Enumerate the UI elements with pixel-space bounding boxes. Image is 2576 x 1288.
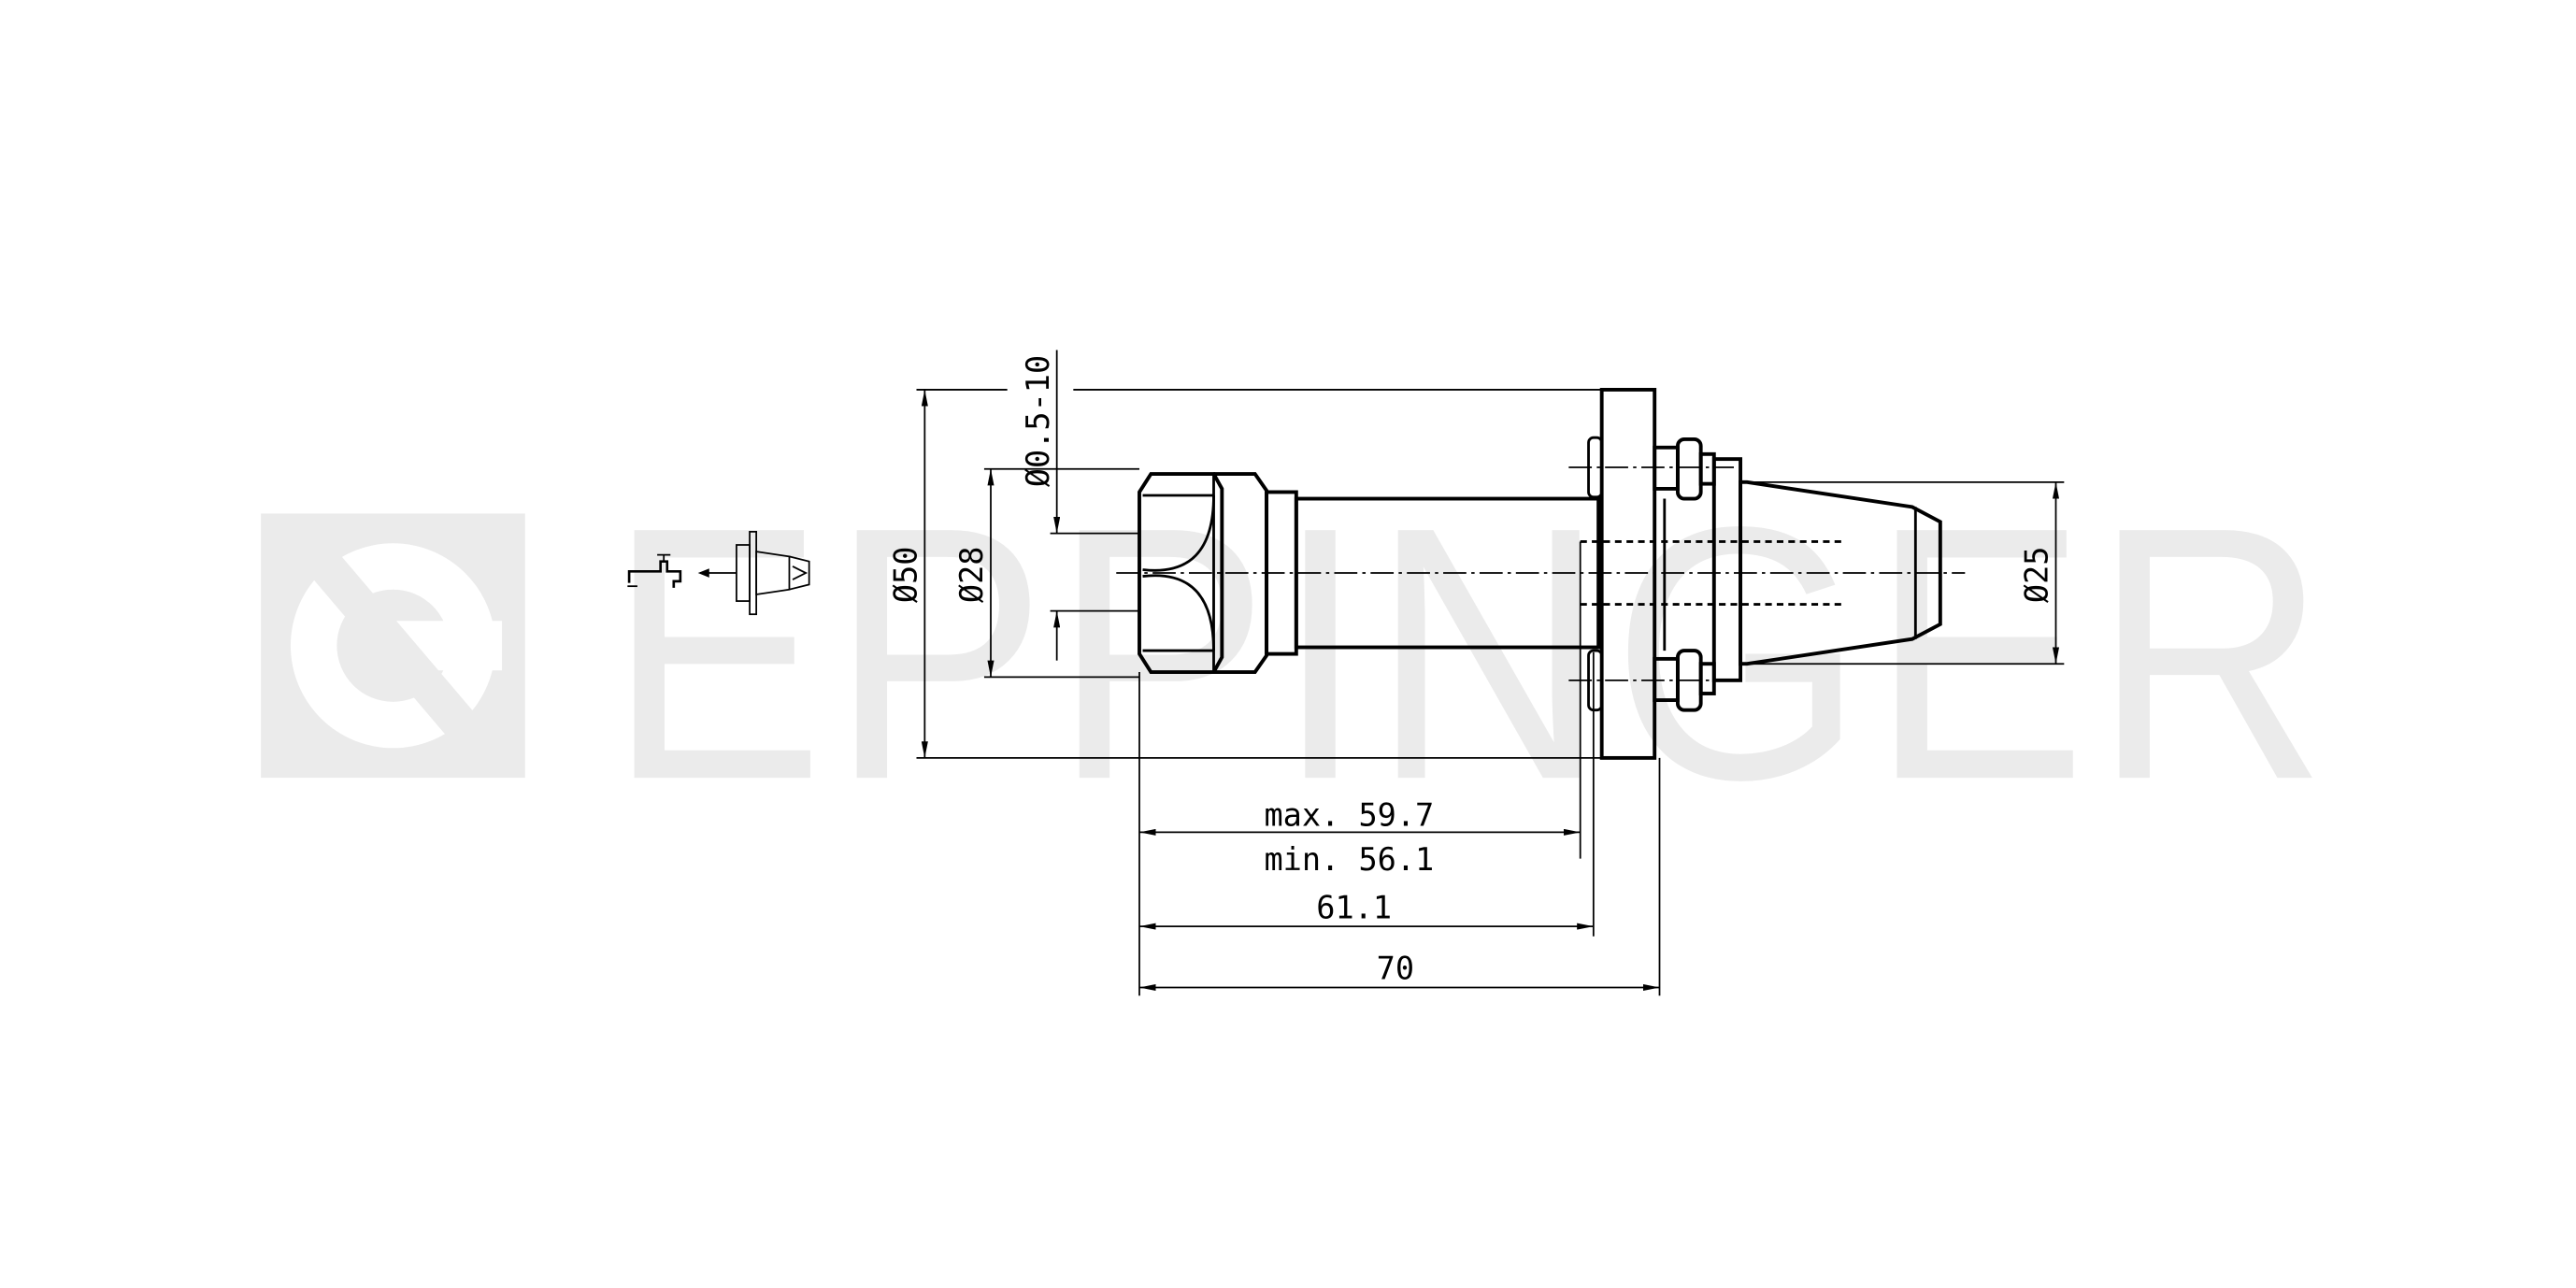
dim-max-length: max. 59.7 (1264, 796, 1434, 833)
bolt (1653, 436, 1716, 501)
dim-d50: Ø50 (888, 547, 924, 604)
flange (1599, 387, 1657, 760)
watermark-text: EPPINGER (608, 451, 2333, 854)
extension-lines (916, 389, 2065, 996)
tool-holder-icon (697, 530, 810, 616)
dim-70: 70 (1377, 951, 1414, 987)
dim-min-length: min. 56.1 (1264, 841, 1434, 878)
faucet-icon (627, 553, 682, 588)
dim-d25: Ø25 (2019, 547, 2055, 604)
dim-clamp-range: Ø0.5-10 (1020, 355, 1056, 487)
dim-61: 61.1 (1316, 889, 1392, 925)
shank-cone (1739, 479, 1942, 666)
watermark-logo (261, 513, 525, 779)
shaft-body (1294, 496, 1601, 650)
dim-d28: Ø28 (953, 547, 990, 604)
